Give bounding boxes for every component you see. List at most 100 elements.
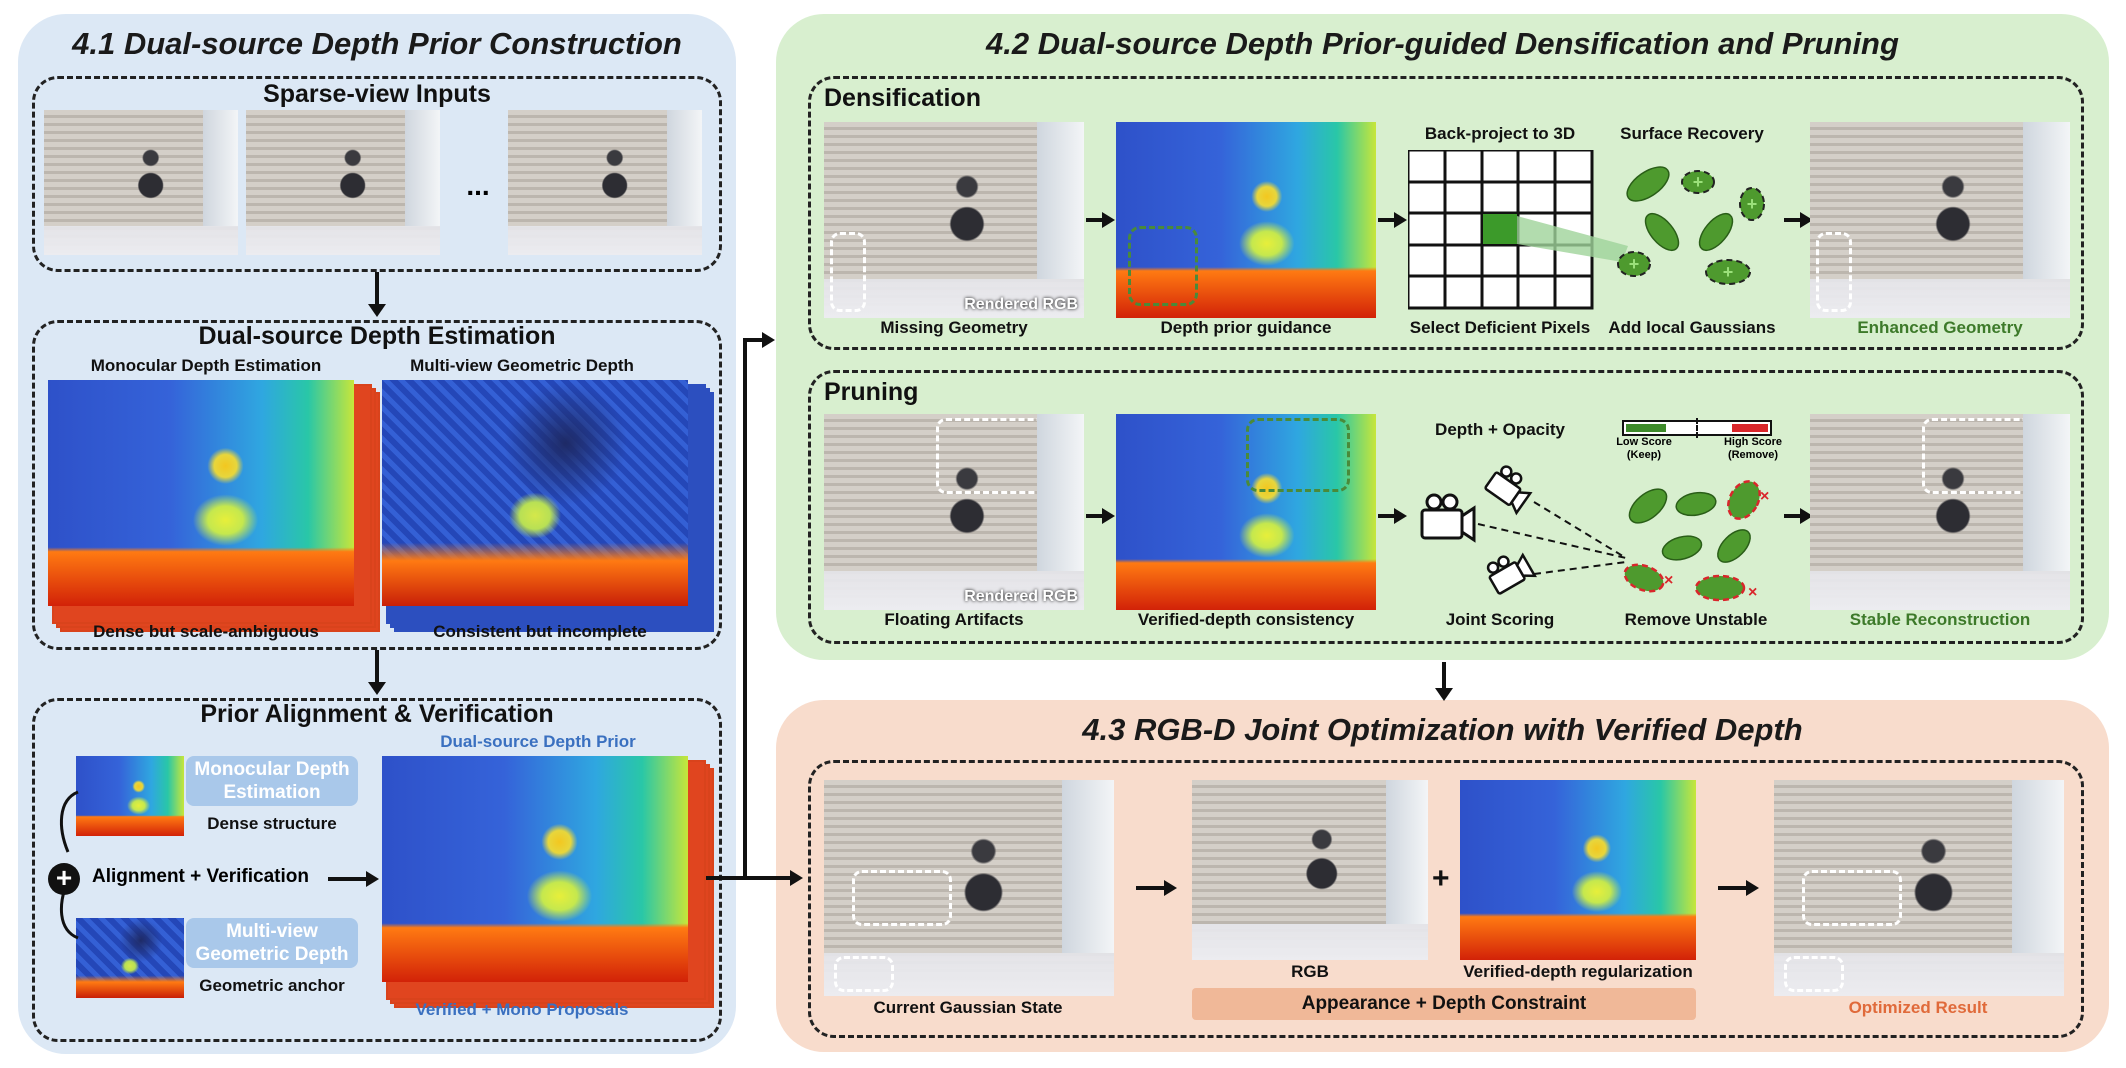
prior-top-label: Dual-source Depth Prior	[440, 732, 636, 751]
mv-chip: Multi-view Geometric Depth	[186, 918, 358, 968]
small-mv-depth	[76, 918, 184, 998]
prior-depth-stack	[382, 756, 714, 1008]
x-mark-1: ×	[1760, 488, 1770, 505]
dual-source-title: Dual-source Depth Estimation	[198, 322, 556, 350]
backproject-label: Back-project to 3D	[1424, 124, 1576, 143]
floating-artifacts-label: Floating Artifacts	[884, 610, 1024, 629]
mv-depth-stack	[382, 380, 714, 632]
camera-scoring-diagram	[1420, 465, 1627, 595]
arrow-down-icon	[368, 304, 386, 317]
remove-unstable-label: Remove Unstable	[1624, 610, 1768, 629]
dens-rendered-rgb: Rendered RGB	[824, 122, 1084, 318]
arrow-down-icon	[1435, 688, 1453, 701]
svg-text:+: +	[1723, 262, 1734, 282]
mono-depth-map	[48, 380, 354, 606]
svg-text:+: +	[1747, 194, 1758, 214]
arrow-d3	[1784, 218, 1802, 222]
arrow-d1	[1086, 218, 1104, 222]
arrow-d2	[1378, 218, 1396, 222]
optimized-result-image	[1774, 780, 2064, 996]
plus-sign: +	[1432, 862, 1450, 895]
section-4-1-title: 4.1 Dual-source Depth Prior Construction	[72, 26, 682, 61]
low-score-label: Low Score(Keep)	[1616, 436, 1672, 461]
depth-guidance-label: Depth prior guidance	[1160, 318, 1332, 337]
current-gaussian-label: Current Gaussian State	[873, 998, 1063, 1017]
pixel-grid	[1408, 150, 1628, 310]
verified-reg-label: Verified-depth regularization	[1463, 962, 1693, 981]
enhanced-geometry-label: Enhanced Geometry	[1857, 318, 2023, 337]
rendered-tag: Rendered RGB	[964, 588, 1078, 605]
arrow-right-icon	[1394, 212, 1407, 228]
arrow-down-2	[375, 650, 379, 684]
depth-opacity-label: Depth + Opacity	[1435, 420, 1565, 439]
floater-region-box	[936, 418, 1076, 494]
prun-depth-prior	[1116, 414, 1376, 610]
section-4-2-title: 4.2 Dual-source Depth Prior-guided Densi…	[986, 26, 1899, 61]
stable-region-box	[1922, 418, 2062, 494]
x-mark-3: ×	[1748, 584, 1758, 601]
mv-caption: Consistent but incomplete	[433, 622, 647, 641]
connector-h-bottom	[706, 876, 756, 880]
verified-depth-image	[1460, 780, 1696, 960]
opt-edge-box	[2020, 784, 2060, 934]
prior-alignment-box	[32, 698, 722, 1042]
mv-sub: Geometric anchor	[199, 976, 345, 995]
joint-scoring-label: Joint Scoring	[1445, 610, 1555, 629]
svg-text:+: +	[1693, 172, 1704, 192]
mono-sub: Dense structure	[207, 814, 337, 833]
rgb-label: RGB	[1291, 962, 1329, 981]
mono-chip: Monocular Depth Estimation	[186, 756, 358, 806]
section-4-3-title: 4.3 RGB-D Joint Optimization with Verifi…	[1082, 712, 1803, 747]
opt-bottom-box	[1784, 956, 1844, 992]
enhanced-geometry-image	[1810, 122, 2070, 318]
prior-alignment-title: Prior Alignment & Verification	[200, 700, 554, 728]
high-score-label: High Score(Remove)	[1723, 436, 1783, 461]
align-verify-label: Alignment + Verification	[92, 866, 309, 887]
mv-depth-label: Multi-view Geometric Depth	[410, 356, 634, 375]
arrow-right-icon	[762, 332, 775, 348]
score-bar	[1622, 418, 1772, 438]
rgb-image	[1192, 780, 1428, 960]
enhanced-region-box	[1816, 232, 1852, 312]
missing-geometry-label: Missing Geometry	[880, 318, 1028, 337]
arrow-p2	[1378, 514, 1396, 518]
gaussian-ellipse-icon: + + + +	[1617, 166, 1765, 285]
prior-depth-map	[382, 756, 688, 982]
consistency-region-box	[1246, 418, 1350, 492]
arrow-down-icon	[368, 682, 386, 695]
sparse-view-title: Sparse-view Inputs	[263, 80, 491, 108]
connector-to-43	[743, 876, 791, 880]
current-edge-box	[1070, 784, 1110, 934]
gaussian-ellipse-icon	[1623, 480, 1761, 602]
connector-v	[743, 338, 747, 880]
dual-source-box	[32, 320, 722, 650]
arrow-right-icon	[1102, 508, 1115, 524]
input-image-1	[44, 110, 238, 255]
densification-box	[808, 76, 2084, 350]
input-image-n	[508, 110, 702, 255]
arrow-right-icon	[1164, 880, 1177, 896]
camera-icon	[1484, 465, 1533, 516]
arrow-42-43	[1442, 662, 1446, 690]
arrow-right-icon	[1394, 508, 1407, 524]
x-mark-2: ×	[1664, 572, 1674, 589]
surface-recovery-label: Surface Recovery	[1620, 124, 1764, 143]
input-image-2	[246, 110, 440, 255]
densification-title: Densification	[824, 84, 981, 112]
mv-depth-map	[382, 380, 688, 606]
mono-caption: Dense but scale-ambiguous	[93, 622, 319, 641]
arrow-p3	[1784, 514, 1802, 518]
opt-window-box	[1802, 870, 1902, 926]
add-local-label: Add local Gaussians	[1608, 318, 1776, 337]
constraint-banner: Appearance + Depth Constraint	[1192, 988, 1696, 1020]
current-window-box	[852, 870, 952, 926]
stable-reconstruction-image	[1810, 414, 2070, 610]
current-bottom-box	[834, 956, 894, 992]
small-mono-depth	[76, 756, 184, 836]
dens-depth-prior	[1116, 122, 1376, 318]
arrow-o1	[1136, 886, 1166, 890]
arrow-right-icon	[1800, 212, 1813, 228]
stable-reconstruction-label: Stable Reconstruction	[1849, 610, 2031, 629]
connector-h-top	[743, 338, 763, 342]
mono-depth-label: Monocular Depth Estimation	[90, 356, 322, 375]
